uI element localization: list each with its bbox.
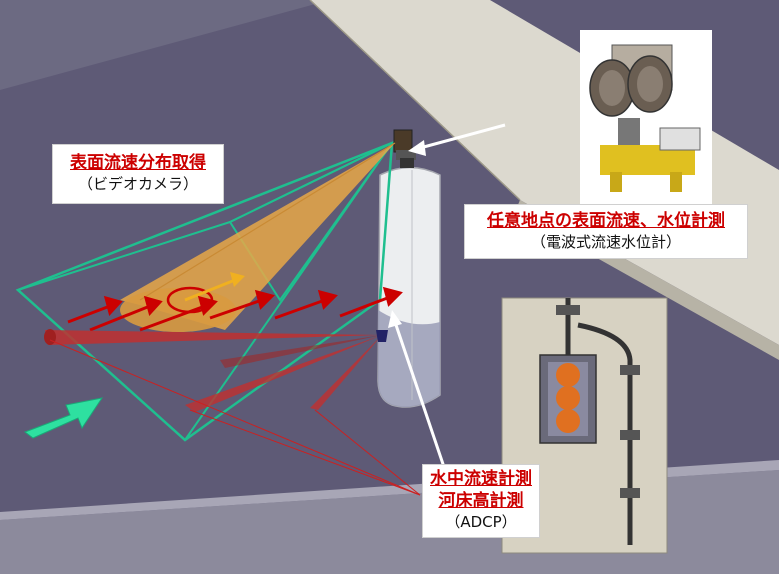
camera-label-title: 表面流速分布取得: [70, 153, 206, 173]
radar-beam: [120, 143, 395, 330]
adcp-label: 水中流速計測 河床高計測 （ADCP）: [422, 464, 540, 538]
radar-label-title: 任意地点の表面流速、水位計測: [487, 211, 725, 231]
camera-label-subtitle: （ビデオカメラ）: [77, 175, 198, 193]
adcp-pointer-head: [388, 310, 402, 328]
radar-velocity-arrow: [184, 278, 236, 302]
adcp-beams: [44, 329, 388, 412]
bridge-pier-base: [378, 310, 440, 408]
bridge-edge-line: [309, 0, 521, 201]
radar-pointer-head: [408, 140, 426, 156]
adcp-pointer-line: [393, 321, 447, 471]
camera-ray-2: [229, 142, 393, 223]
adcp-sensor-icon: [376, 330, 388, 342]
camera-ray-3: [17, 221, 231, 291]
flow-direction-arrow-icon: [23, 397, 104, 439]
radar-pointer-line: [419, 123, 506, 150]
radar-label-subtitle: （電波式流速水位計）: [530, 233, 681, 251]
radar-gauge-icon: [580, 30, 712, 210]
radar-beam-edge: [139, 142, 396, 301]
camera-ray-1: [184, 142, 393, 441]
video-camera-icon: [393, 129, 416, 168]
adcp-label-title-2: 河床高計測: [438, 491, 524, 511]
adcp-leader-lines: [49, 339, 421, 496]
radar-velocity-arrowhead: [230, 272, 245, 287]
radar-label: 任意地点の表面流速、水位計測 （電波式流速水位計）: [464, 204, 748, 259]
surface-velocity-arrows: [67, 286, 403, 332]
camera-label: 表面流速分布取得 （ビデオカメラ）: [52, 144, 224, 204]
adcp-label-subtitle: （ADCP）: [445, 513, 517, 531]
adcp-label-title-1: 水中流速計測: [430, 469, 532, 489]
riverbank-top: [0, 0, 330, 90]
